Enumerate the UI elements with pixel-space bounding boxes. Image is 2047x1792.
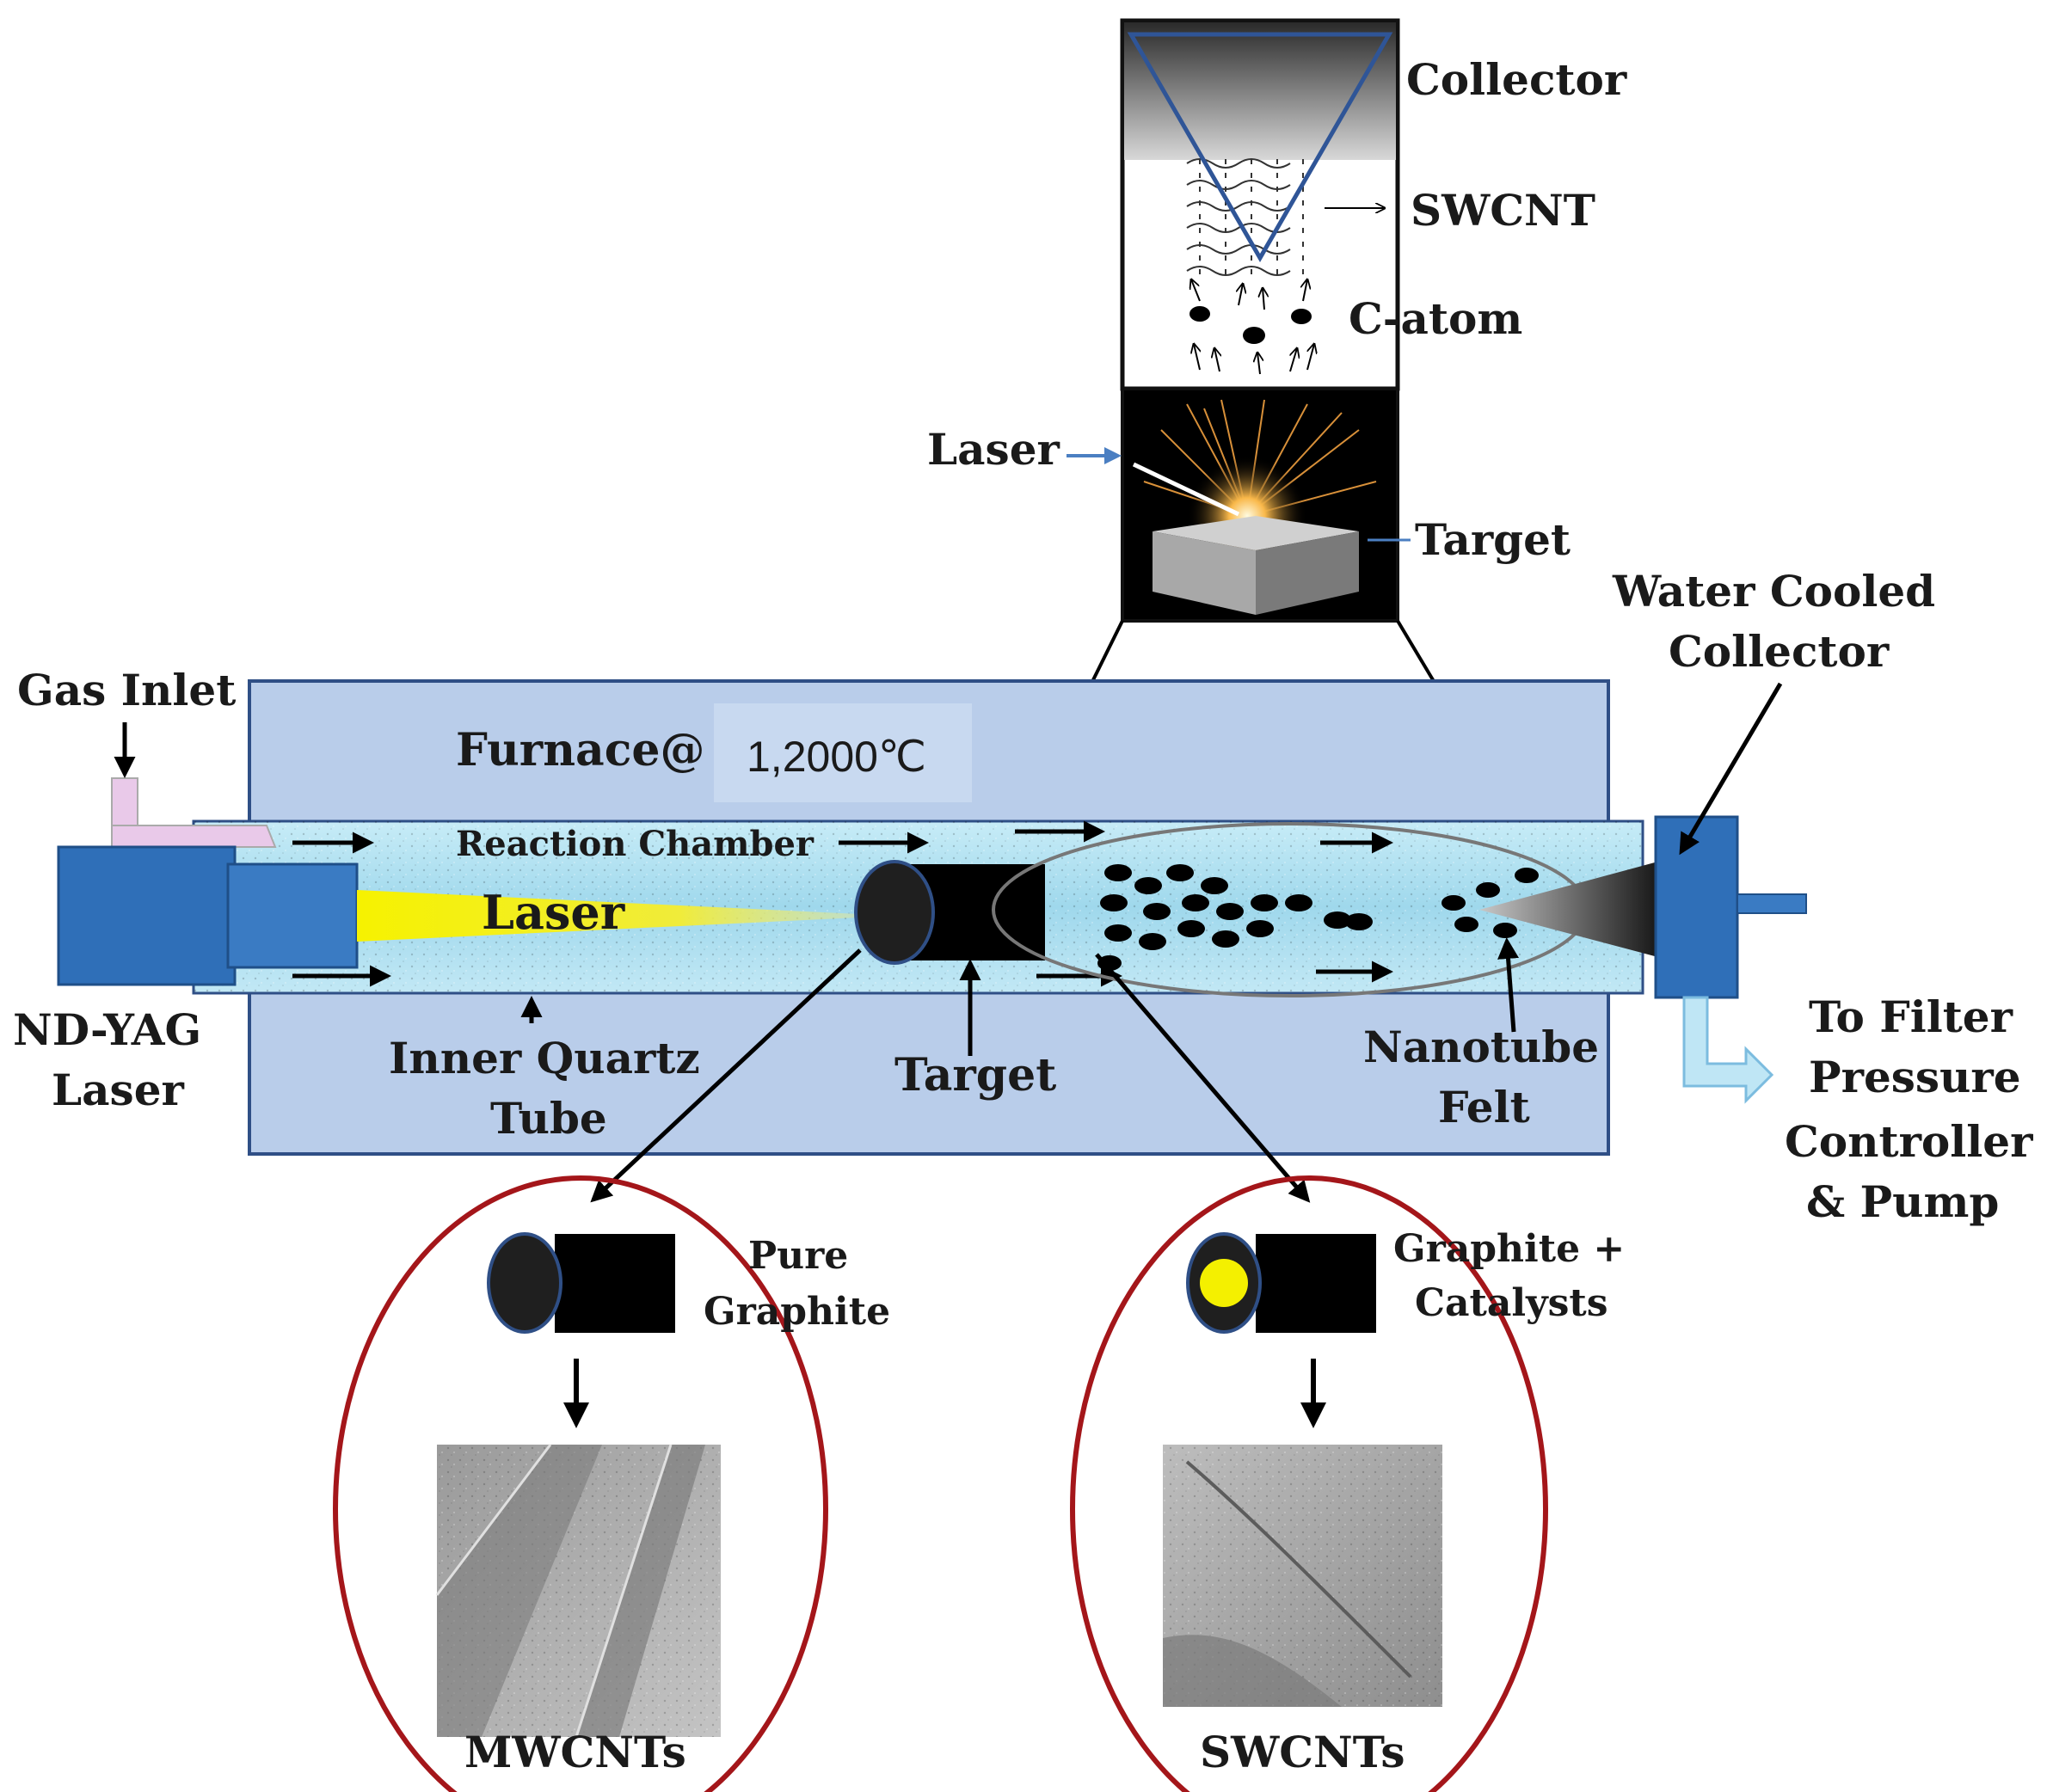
swcnt-mesh: [1186, 158, 1304, 279]
graphite-catalysts-label-line1: Graphite +: [1393, 1227, 1625, 1271]
laser-beam: [357, 890, 894, 942]
label-arrows: [114, 682, 1783, 1203]
swcnt-tem-image: [1163, 1445, 1442, 1707]
reaction-chamber-label: Reaction Chamber: [456, 824, 814, 864]
collector-cone: [1479, 860, 1664, 959]
pure-graphite-label-line1: Pure: [748, 1234, 848, 1278]
mwcnts-label: MWCNTs: [464, 1727, 686, 1777]
laser-beam-label: Laser: [482, 885, 625, 940]
to-filter-label-line3: Controller: [1785, 1116, 2033, 1167]
mwcnt-tem-image: [435, 1444, 721, 1738]
temperature-label: 1,2000℃: [747, 733, 926, 781]
water-cooled-label-line2: Collector: [1669, 626, 1890, 677]
inner-quartz-label-line2: Tube: [490, 1093, 607, 1144]
flow-arrows: [292, 820, 1393, 987]
pure-graphite-label-line2: Graphite: [704, 1290, 890, 1334]
target-top-label: Target: [1415, 514, 1571, 565]
water-cooled-label-line1: Water Cooled: [1612, 566, 1935, 617]
target-cube: [1153, 516, 1359, 615]
nd-yag-laser-body: [57, 845, 237, 986]
mwcnt-panel: Pure Graphite MWCNTs: [333, 1175, 890, 1792]
swcnts-label: SWCNTs: [1200, 1727, 1405, 1777]
nd-yag-label-line2: Laser: [52, 1065, 185, 1115]
target-main-label: Target: [894, 1049, 1056, 1102]
collector-triangle: [1127, 32, 1393, 263]
to-filter-label-line2: Pressure: [1809, 1052, 2021, 1102]
collector-outlet-pipe: [1737, 893, 1807, 914]
catalyst-core: [1200, 1259, 1248, 1307]
nanotube-felt-label-line1: Nanotube: [1363, 1022, 1599, 1072]
exhaust-arrow: [1682, 996, 1774, 1104]
furnace-label: Furnace@: [456, 724, 704, 776]
swcnt-label: SWCNT: [1411, 185, 1595, 236]
particles: [1097, 864, 1539, 971]
inner-quartz-label-line1: Inner Quartz: [389, 1033, 700, 1083]
collector-label: Collector: [1406, 54, 1627, 105]
c-atom-label: C-atom: [1349, 293, 1522, 344]
nd-yag-label-line1: ND-YAG: [13, 1004, 201, 1055]
nd-yag-laser-head: [226, 862, 359, 969]
swcnt-panel: Graphite + Catalysts SWCNTs: [1070, 1175, 1625, 1792]
to-filter-label-line4: & Pump: [1806, 1176, 1999, 1227]
gas-inlet-label: Gas Inlet: [17, 665, 236, 715]
top-inset: Collector SWCNT C-atom Laser Target: [927, 18, 1627, 623]
water-cooled-collector: [1654, 815, 1739, 999]
gas-inlet-pipe: [111, 777, 277, 848]
mwcnt-red-ellipse: [333, 1175, 828, 1792]
swcnt-red-ellipse: [1070, 1175, 1548, 1792]
temperature-box: [714, 703, 972, 802]
furnace: Furnace@ 1,2000℃ Laser Reaction Chamber: [57, 679, 1807, 1156]
c-atoms: [1189, 279, 1314, 375]
nanotube-felt-label-line2: Felt: [1438, 1082, 1530, 1132]
to-filter-label-line1: To Filter: [1809, 991, 2013, 1042]
collector-block: [1124, 22, 1396, 160]
laser-top-label: Laser: [927, 424, 1060, 475]
graphite-catalysts-label-line2: Catalysts: [1415, 1281, 1608, 1325]
